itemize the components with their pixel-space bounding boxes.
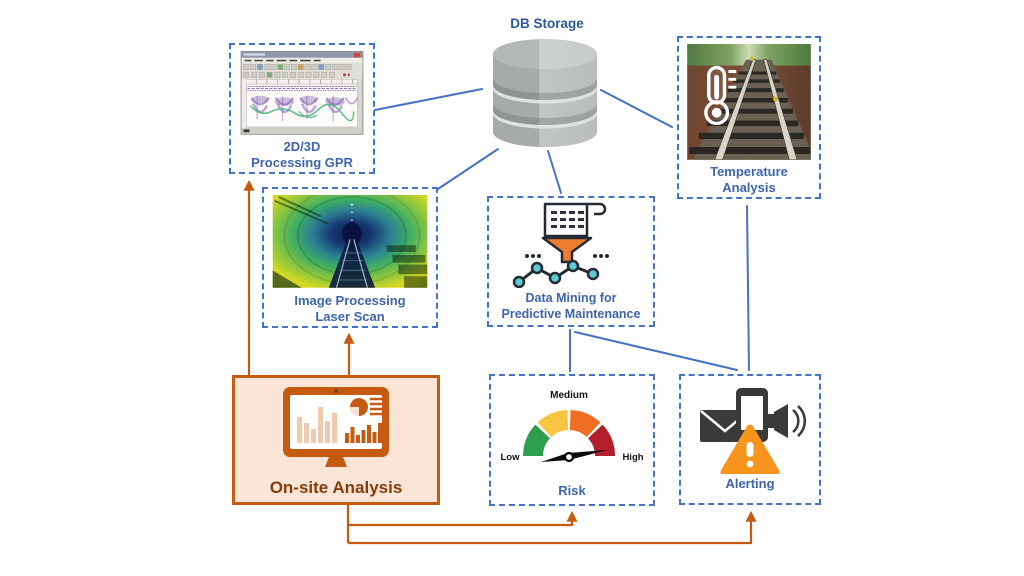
risk-gauge: Medium Low High	[501, 390, 644, 463]
orange-connectors	[243, 179, 757, 545]
blue-connectors	[374, 88, 750, 372]
connector-db-temperature	[600, 89, 673, 128]
warning-triangle-icon	[720, 424, 780, 474]
risk-node: Medium Low High Risk	[489, 374, 655, 506]
onsite-analysis-label: On-site Analysis	[269, 478, 403, 497]
connector-db-mining	[547, 150, 562, 194]
data-mining-node: Data Mining for Predictive Maintenance	[487, 196, 655, 327]
data-mining-label-line2: Predictive Maintenance	[501, 307, 641, 321]
tunnel-laser-scan-image	[272, 195, 428, 288]
data-mining-label-line1: Data Mining for	[525, 291, 617, 305]
alerting-icons	[700, 388, 806, 474]
alerting-label: Alerting	[725, 476, 775, 491]
railway-track-photo	[687, 44, 811, 160]
connector-gpr-db	[374, 88, 483, 111]
megaphone-icon	[764, 404, 806, 438]
risk-label: Risk	[558, 483, 586, 498]
temperature-node: Temperature Analysis	[677, 36, 821, 199]
connector-onsite-alerting-arrow	[348, 510, 757, 545]
onsite-analysis-node: On-site Analysis	[232, 375, 440, 505]
laser-label-line1: Image Processing	[294, 292, 406, 308]
temperature-label-line1: Temperature	[710, 163, 788, 179]
connector-temperature-alerting	[746, 205, 750, 371]
connector-onsite-risk-arrow	[348, 510, 578, 527]
gpr-label-line2: Processing GPR	[251, 155, 353, 171]
db-storage-label: DB Storage	[510, 16, 584, 31]
monitor-chart-icon	[283, 387, 389, 467]
gpr-node: 2D/3D Processing GPR	[229, 43, 375, 174]
temperature-label-line2: Analysis	[722, 180, 776, 196]
laser-label-line2: Laser Scan	[315, 309, 385, 325]
database-cylinder-icon	[493, 39, 597, 147]
data-mining-funnel-icon	[512, 202, 609, 288]
alerting-node: Alerting	[679, 374, 821, 505]
connector-db-laser	[437, 148, 499, 190]
gauge-low-label: Low	[501, 452, 521, 463]
gauge-medium-label: Medium	[550, 390, 588, 401]
gpr-label-line1: 2D/3D	[283, 138, 321, 154]
gpr-software-screenshot-image	[240, 51, 364, 135]
laser-scan-node: Image Processing Laser Scan	[262, 187, 438, 328]
connector-mining-alerting	[574, 331, 738, 371]
gauge-high-label: High	[622, 452, 643, 463]
thermometer-icon	[704, 65, 737, 126]
